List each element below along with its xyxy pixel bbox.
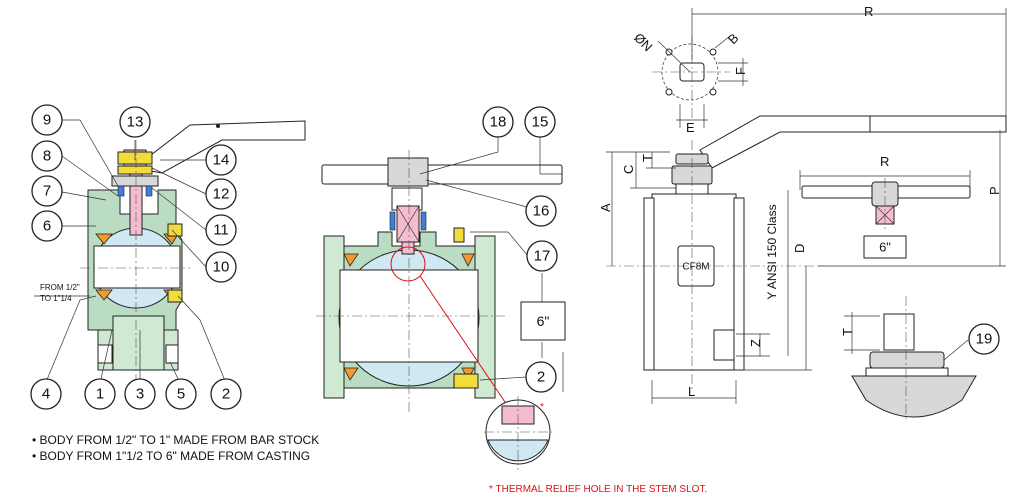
callout-17-label: 17 xyxy=(534,248,551,265)
dim-T-detail: T xyxy=(840,328,855,336)
callout-10-label: 10 xyxy=(213,259,230,276)
callout-17: 17 xyxy=(526,240,558,272)
dim-A: A xyxy=(598,203,613,212)
stem-detail xyxy=(484,396,552,470)
callout-14: 14 xyxy=(205,144,237,176)
callout-13-label: 13 xyxy=(127,114,144,131)
left-section-view xyxy=(34,119,306,384)
callout-2-center-label: 2 xyxy=(537,369,545,386)
callout-2-label: 2 xyxy=(222,386,230,403)
left-stem-nut xyxy=(117,165,153,175)
dim-R-small: R xyxy=(880,154,889,169)
callout-9-label: 9 xyxy=(43,112,51,129)
callout-11: 11 xyxy=(205,214,237,246)
callout-7-label: 7 xyxy=(43,183,51,200)
callout-14-label: 14 xyxy=(213,152,230,169)
callout-7: 7 xyxy=(31,175,63,207)
callout-1: 1 xyxy=(84,378,116,410)
center-handle-hub xyxy=(387,157,429,187)
small-lever-detail xyxy=(799,170,971,232)
bar-stock-range-line2: TO 1"1/4 xyxy=(40,294,72,303)
callout-9: 9 xyxy=(31,104,63,136)
nut-detail-body xyxy=(851,375,977,418)
rating-label: Y ANSI 150 Class xyxy=(765,204,779,299)
callout-5: 5 xyxy=(165,378,197,410)
callout-4-label: 4 xyxy=(42,386,50,403)
thermal-relief-note: * THERMAL RELIEF HOLE IN THE STEM SLOT. xyxy=(489,484,707,495)
callout-16: 16 xyxy=(525,195,557,227)
handle-size-box: 6" xyxy=(863,235,907,259)
nut-detail xyxy=(844,296,977,420)
bar-stock-range-line1: FROM 1/2" xyxy=(40,283,80,292)
dim-C: C xyxy=(621,165,636,174)
dim-P: P xyxy=(987,186,1002,195)
callout-19-label: 19 xyxy=(976,331,993,348)
dim-E: E xyxy=(686,120,695,135)
callout-12: 12 xyxy=(205,178,237,210)
thermal-relief-asterisk: * xyxy=(540,402,544,413)
callout-19: 19 xyxy=(968,323,1000,355)
body-note-1: • BODY FROM 1/2" TO 1" MADE FROM BAR STO… xyxy=(32,433,319,447)
callout-16-label: 16 xyxy=(533,203,550,220)
callout-6: 6 xyxy=(31,210,63,242)
callout-1-label: 1 xyxy=(96,386,104,403)
material-label: CF8M xyxy=(682,262,709,273)
section-size-label: 6" xyxy=(537,313,550,329)
callout-2-center: 2 xyxy=(525,361,557,393)
dim-L: L xyxy=(688,384,695,399)
body-note-2: • BODY FROM 1"1/2 TO 6" MADE FROM CASTIN… xyxy=(32,449,310,463)
dim-R-top: R xyxy=(864,4,873,19)
handle-size-label: 6" xyxy=(879,240,891,255)
callout-15: 15 xyxy=(524,106,556,138)
callout-4: 4 xyxy=(30,378,62,410)
callout-15-label: 15 xyxy=(532,114,549,131)
right-elevation-view xyxy=(606,8,1007,404)
left-seat-1 xyxy=(95,233,113,245)
callout-18: 18 xyxy=(482,106,514,138)
callout-12-label: 12 xyxy=(213,186,230,203)
callout-8: 8 xyxy=(31,140,63,172)
dim-Z: Z xyxy=(748,339,763,347)
dim-T: T xyxy=(640,154,655,162)
dim-D: D xyxy=(792,244,807,253)
callout-5-label: 5 xyxy=(177,386,185,403)
callout-10: 10 xyxy=(205,251,237,283)
left-tail xyxy=(112,315,165,371)
callout-3-label: 3 xyxy=(136,386,144,403)
dim-N: ØN xyxy=(631,30,655,54)
dim-B: B xyxy=(725,30,742,47)
callout-18-label: 18 xyxy=(490,114,507,131)
left-seat-2 xyxy=(95,289,113,301)
mounting-pad-view xyxy=(652,35,748,128)
callout-8-label: 8 xyxy=(43,148,51,165)
section-size-box: 6" xyxy=(520,301,566,341)
callout-6-label: 6 xyxy=(43,218,51,235)
center-section-view xyxy=(316,135,564,470)
callout-11-label: 11 xyxy=(213,222,229,239)
callout-3: 3 xyxy=(124,378,156,410)
dim-F: F xyxy=(733,67,748,75)
callout-2: 2 xyxy=(210,378,242,410)
callout-13: 13 xyxy=(119,106,151,138)
